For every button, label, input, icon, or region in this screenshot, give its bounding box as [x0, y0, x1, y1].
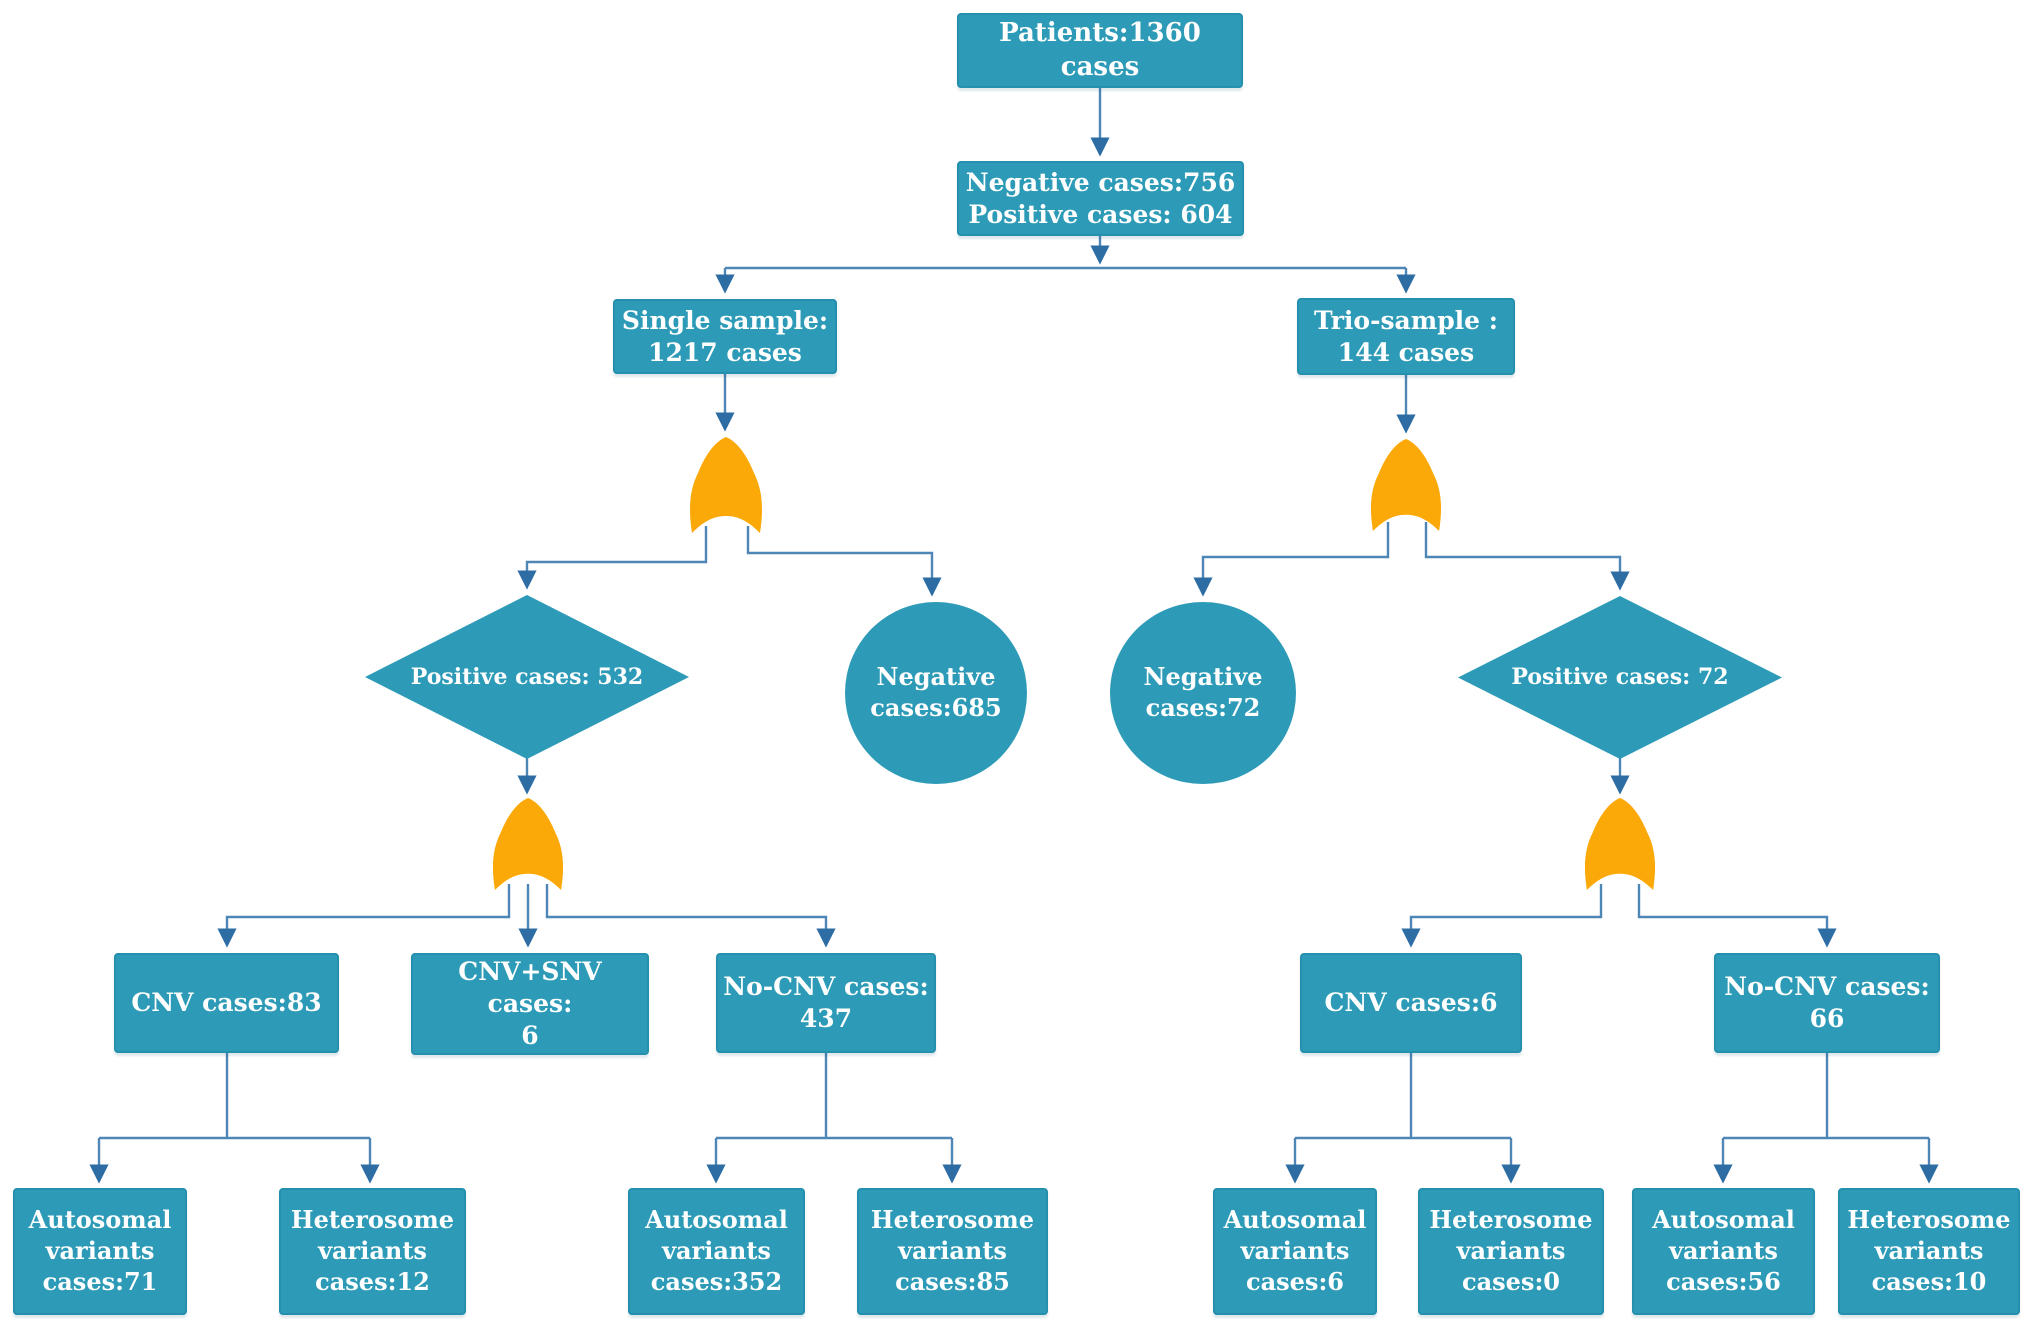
- node-trio-nocnv-heterosome: Heterosome variants cases:10: [1838, 1188, 2020, 1315]
- node-single-sample: Single sample: 1217 cases: [613, 299, 837, 374]
- node-trio-no-cnv: No-CNV cases: 66: [1714, 953, 1940, 1053]
- node-single-cnv: CNV cases:83: [114, 953, 339, 1053]
- or-gate-icon: [491, 798, 565, 890]
- node-trio-cnv-autosomal: Autosomal variants cases:6: [1213, 1188, 1377, 1315]
- node-patients: Patients:1360 cases: [957, 13, 1243, 88]
- node-trio-nocnv-autosomal: Autosomal variants cases:56: [1632, 1188, 1815, 1315]
- node-trio-sample: Trio-sample : 144 cases: [1297, 298, 1515, 375]
- or-gate-icon: [688, 437, 764, 533]
- node-triage-results: Negative cases:756 Positive cases: 604: [957, 161, 1244, 236]
- node-single-nocnv-heterosome: Heterosome variants cases:85: [857, 1188, 1048, 1315]
- node-single-cnv-heterosome: Heterosome variants cases:12: [279, 1188, 466, 1315]
- node-single-cnv-snv: CNV+SNV cases: 6: [411, 953, 649, 1055]
- node-single-cnv-autosomal: Autosomal variants cases:71: [13, 1188, 187, 1315]
- node-trio-cnv: CNV cases:6: [1300, 953, 1522, 1053]
- or-gate-icon: [1369, 439, 1443, 531]
- node-single-nocnv-autosomal: Autosomal variants cases:352: [628, 1188, 805, 1315]
- node-single-negative: Negative cases:685: [845, 602, 1027, 784]
- or-gate-icon: [1583, 798, 1657, 890]
- node-single-no-cnv: No-CNV cases: 437: [716, 953, 936, 1053]
- node-trio-cnv-heterosome: Heterosome variants cases:0: [1418, 1188, 1604, 1315]
- node-trio-negative: Negative cases:72: [1110, 602, 1296, 784]
